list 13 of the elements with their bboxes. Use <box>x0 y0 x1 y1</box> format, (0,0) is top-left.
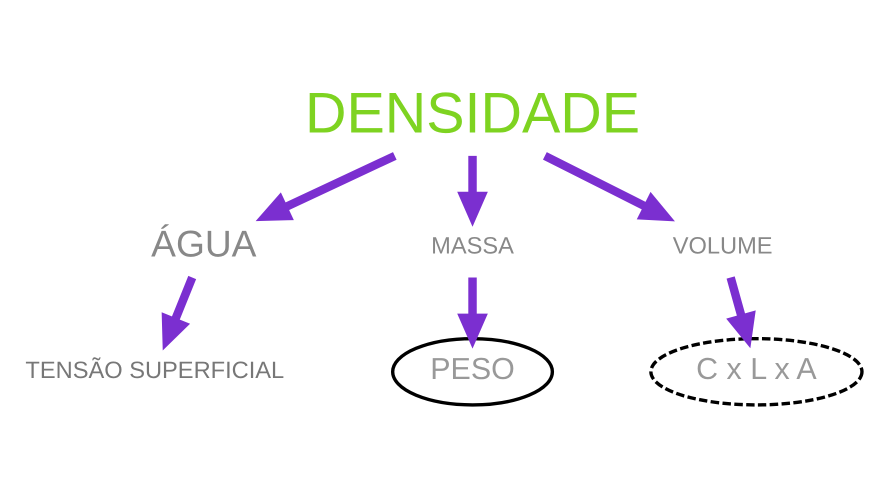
node-text: DENSIDADE <box>304 80 640 145</box>
arrow <box>457 155 488 226</box>
node-text: VOLUME <box>672 232 773 259</box>
node-text: ÁGUA <box>151 222 256 264</box>
node-text: MASSA <box>431 232 514 259</box>
arrow <box>542 152 675 221</box>
node-text: TENSÃO SUPERFICIAL <box>25 358 284 384</box>
arrow <box>726 276 756 348</box>
node-ellipse: C x L x A <box>649 336 864 406</box>
arrow <box>457 277 488 348</box>
node-ellipse: PESO <box>391 336 554 406</box>
arrow <box>256 152 397 221</box>
arrow <box>162 275 196 350</box>
